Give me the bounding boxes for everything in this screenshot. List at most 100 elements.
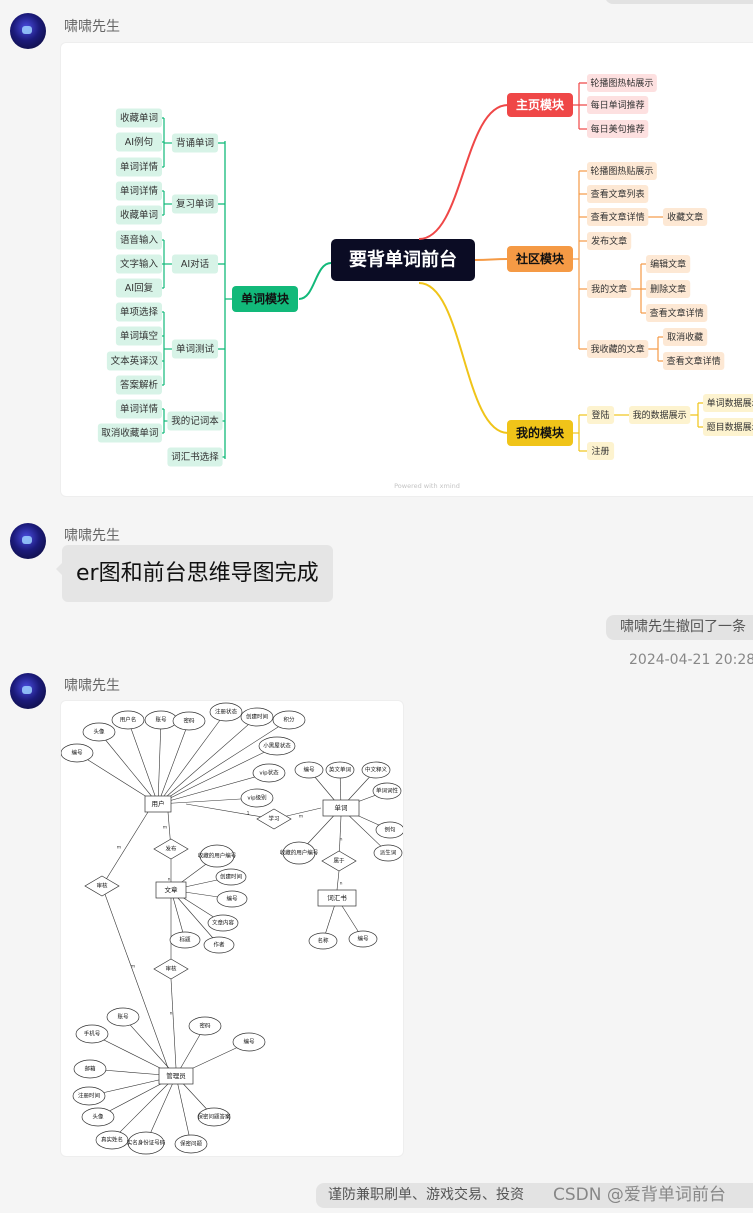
er-diagram-image[interactable]: 用户文章单词词汇书管理员发布学习属于审核审核编号头像用户名账号密码注册状态创建时… [60,700,404,1157]
er-relationship-label: 属于 [333,858,345,865]
er-attribute-label: 用户名 [120,716,137,724]
er-attribute-label: vip级别 [247,794,266,802]
community-sub-node-text: 取消收藏 [667,331,703,343]
community-sub-node-text: 查看文章详情 [667,355,721,367]
er-cardinality: m [131,965,135,970]
er-edge [158,717,257,804]
er-diagram: 用户文章单词词汇书管理员发布学习属于审核审核编号头像用户名账号密码注册状态创建时… [61,701,403,1156]
er-attribute-label: 创建时间 [220,873,242,881]
word-item-node-text: 文字输入 [120,258,159,270]
er-cardinality: n [340,882,343,887]
er-cardinality: n [168,878,171,883]
er-edge [158,721,189,804]
recall-notice: 啸啸先生撤回了一条 [606,615,753,640]
er-entity-label: 文章 [165,885,179,894]
er-attribute-label: 编号 [303,766,315,774]
er-attribute-label: 账号 [117,1013,129,1021]
my-item-node-text: 注册 [592,445,610,457]
er-attribute-label: 单词词性 [376,787,399,795]
my-sub-node-text: 题目数据展示 [707,421,753,433]
er-attribute-label: 编号 [71,749,83,757]
word-item-node-text: 收藏单词 [120,209,158,221]
er-attribute-label: 作者 [213,941,225,949]
my-module-node-text: 我的模块 [516,425,565,440]
previous-message-pill [605,0,753,4]
connector [419,105,508,239]
er-attribute-label: vip状态 [259,769,279,777]
er-edge [171,979,176,1068]
er-cardinality: n [340,838,343,843]
word-group-node-text: 词汇书选择 [171,451,219,463]
word-group-node-text: AI对话 [181,258,210,270]
community-sub-node-text: 查看文章详情 [650,307,704,319]
text-message-bubble[interactable]: er图和前台思维导图完成 [62,545,333,602]
word-item-node-text: 文本英译汉 [111,355,159,367]
er-cardinality: m [163,826,167,831]
er-edge [158,720,289,804]
word-module-node-text: 单词模块 [241,291,290,306]
my-item-node-text: 登陆 [592,409,610,421]
sender-name: 啸啸先生 [64,525,120,545]
root-node-text: 要背单词前台 [349,249,457,271]
er-cardinality: m [117,846,121,851]
er-attribute-label: 实名身份证号码 [127,1139,166,1147]
er-edge [123,1017,176,1076]
csdn-watermark: CSDN @爱背单词前台 [553,1180,726,1205]
community-item-node-text: 发布文章 [591,235,627,247]
er-attribute-label: 英文单词 [329,766,352,774]
connector [475,259,508,260]
er-attribute-label: 邮箱 [84,1065,96,1073]
er-edge [102,812,148,886]
community-item-node-text: 查看文章列表 [591,188,645,200]
er-attribute-label: 收藏的用户编号 [280,849,319,857]
community-item-node-text: 查看文章详情 [591,211,645,223]
connector [419,283,508,433]
avatar[interactable] [10,673,46,709]
avatar[interactable] [10,523,46,559]
community-sub-node-text: 删除文章 [650,283,686,295]
er-cardinality: n [170,1012,173,1017]
er-attribute-label: 派生词 [380,849,397,857]
er-cardinality: 1 [247,811,250,817]
er-edge [99,732,158,804]
er-attribute-label: 编号 [243,1038,255,1046]
er-attribute-label: 文章内容 [212,919,235,927]
er-attribute-label: 头像 [92,1113,104,1121]
er-entity-label: 单词 [335,803,348,812]
sender-name: 啸啸先生 [64,675,120,695]
word-item-node-text: 单词详情 [120,185,159,197]
er-attribute-label: 积分 [283,716,295,724]
er-attribute-label: 例句 [384,826,396,834]
community-item-node-text: 轮播图热贴展示 [590,165,653,177]
er-edge [176,1076,191,1144]
home-module-node-text: 主页模块 [516,97,565,112]
er-attribute-label: 密码 [199,1022,211,1030]
er-attribute-label: 头像 [93,728,105,736]
er-edge [128,720,158,804]
er-relationship-label: 审核 [96,882,108,890]
community-sub-node-text: 收藏文章 [667,211,703,223]
word-item-node-text: 收藏单词 [120,112,158,124]
word-item-node-text: 单词详情 [120,161,159,173]
community-item-node-text: 我收藏的文章 [591,343,645,355]
er-edge [102,886,168,1068]
connector [299,263,331,299]
home-item-node-text: 每日单词推荐 [591,99,645,111]
safety-notice-text: 谨防兼职刷单、游戏交易、投资 [328,1187,524,1203]
er-attribute-label: 编号 [357,935,369,943]
home-item-node-text: 每日美句推荐 [591,123,645,135]
community-sub-node-text: 编辑文章 [650,258,686,270]
er-attribute-label: 收藏的用户编号 [198,852,237,860]
word-item-node-text: AI回复 [125,282,154,294]
my-sub-node-text: 单词数据展示 [707,397,753,409]
er-relationship-label: 审核 [165,965,177,973]
er-edge [337,871,339,890]
word-item-node-text: AI例句 [125,136,153,148]
my-sub-node-text: 我的数据展示 [633,409,687,421]
er-attribute-label: 注册状态 [215,708,238,716]
er-attribute-label: 编号 [226,895,238,903]
avatar[interactable] [10,13,46,49]
community-module-node-text: 社区模块 [515,251,565,266]
er-attribute-label: 真实姓名 [101,1136,123,1144]
